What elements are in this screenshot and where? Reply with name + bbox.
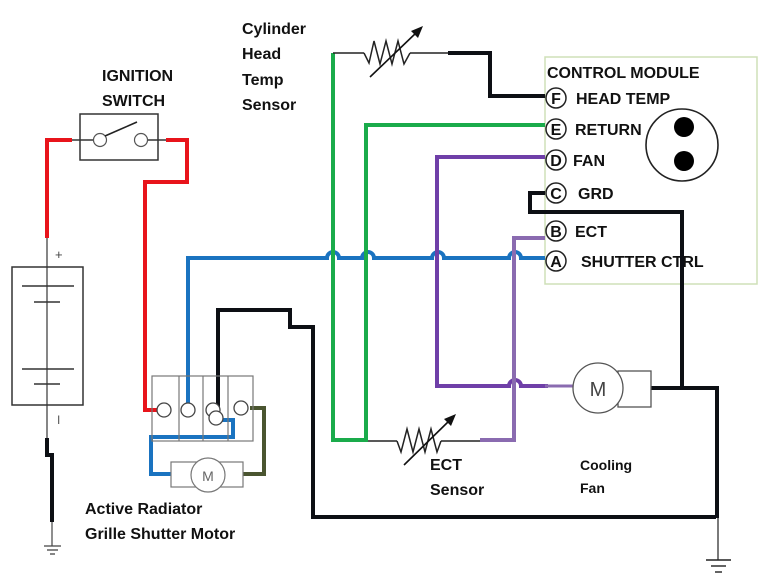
pin-a: A SHUTTER CTRL <box>545 250 704 272</box>
pin-circle <box>545 182 567 204</box>
pin-label: SHUTTER CTRL <box>581 254 704 271</box>
control-module-title: CONTROL MODULE <box>547 65 700 82</box>
shutter-motor-label-2: Grille Shutter Motor <box>85 526 235 543</box>
pin-letter: A <box>550 254 562 271</box>
fan-ground-wire <box>651 386 719 518</box>
ect-sensor <box>368 414 480 466</box>
cooling-fan-label-1: Cooling <box>580 457 632 473</box>
cooling-fan-label-2: Fan <box>580 480 605 496</box>
pin-label: ECT <box>575 224 607 241</box>
shutter-motor-feed-wire <box>149 418 235 476</box>
return-wire-module <box>364 123 545 440</box>
fan-ground-icon <box>706 518 731 573</box>
ect-sensor-label-2: Sensor <box>430 482 484 499</box>
ect-wire <box>480 236 545 442</box>
control-module-box <box>544 56 758 285</box>
cylinder-head-temp-sensor <box>333 26 448 78</box>
battery-ground-wire <box>45 438 54 522</box>
pin-e: E RETURN <box>545 118 642 140</box>
cylinder-head-label-1: Cylinder <box>242 21 306 38</box>
cylinder-head-label-4: Sensor <box>242 97 296 114</box>
power-wire-switch-out <box>143 138 189 412</box>
battery-icon <box>11 238 84 438</box>
pin-d: D FAN <box>545 149 605 171</box>
battery-plus-label: + <box>55 247 63 262</box>
pin-c: C GRD <box>545 182 614 204</box>
pin-label: GRD <box>578 186 614 203</box>
cooling-fan-motor-symbol: M <box>590 379 607 401</box>
pin-f: F HEAD TEMP <box>545 87 671 109</box>
pin-letter: C <box>550 186 562 203</box>
pin-circle <box>545 87 567 109</box>
cylinder-head-label-3: Temp <box>242 72 284 89</box>
shutter-motor <box>170 457 244 493</box>
shutter-motor-label-1: Active Radiator <box>85 501 202 518</box>
cylinder-head-label-2: Head <box>242 46 281 63</box>
cooling-fan-motor <box>572 362 652 414</box>
pin-letter: E <box>551 122 562 139</box>
module-ground-wire <box>528 191 684 388</box>
pin-label: HEAD TEMP <box>576 91 671 108</box>
battery-ground-icon <box>44 522 61 555</box>
head-temp-wire <box>448 51 545 98</box>
pin-circle <box>545 250 567 272</box>
pin-letter: D <box>550 153 562 170</box>
motor-return-wire <box>243 406 266 476</box>
pin-label: RETURN <box>575 122 642 139</box>
pin-circle <box>545 220 567 242</box>
power-wire-battery <box>45 138 72 238</box>
return-wire-head <box>331 53 368 442</box>
pin-circle <box>545 118 567 140</box>
pin-b: B ECT <box>545 220 607 242</box>
pin-circle <box>545 149 567 171</box>
ignition-switch[interactable] <box>72 113 166 161</box>
battery-minus-label: I <box>57 413 60 427</box>
connector-icon <box>645 108 719 182</box>
pin-letter: B <box>550 224 562 241</box>
shutter-connector-block <box>151 375 254 442</box>
shutter-motor-symbol: M <box>202 468 214 484</box>
pin-letter: F <box>551 91 561 108</box>
ect-sensor-label-1: ECT <box>430 457 462 474</box>
shutter-ground-wire <box>216 308 716 519</box>
pin-label: FAN <box>573 153 605 170</box>
ignition-switch-label-1: IGNITION <box>102 68 173 85</box>
ignition-switch-label-2: SWITCH <box>102 93 165 110</box>
